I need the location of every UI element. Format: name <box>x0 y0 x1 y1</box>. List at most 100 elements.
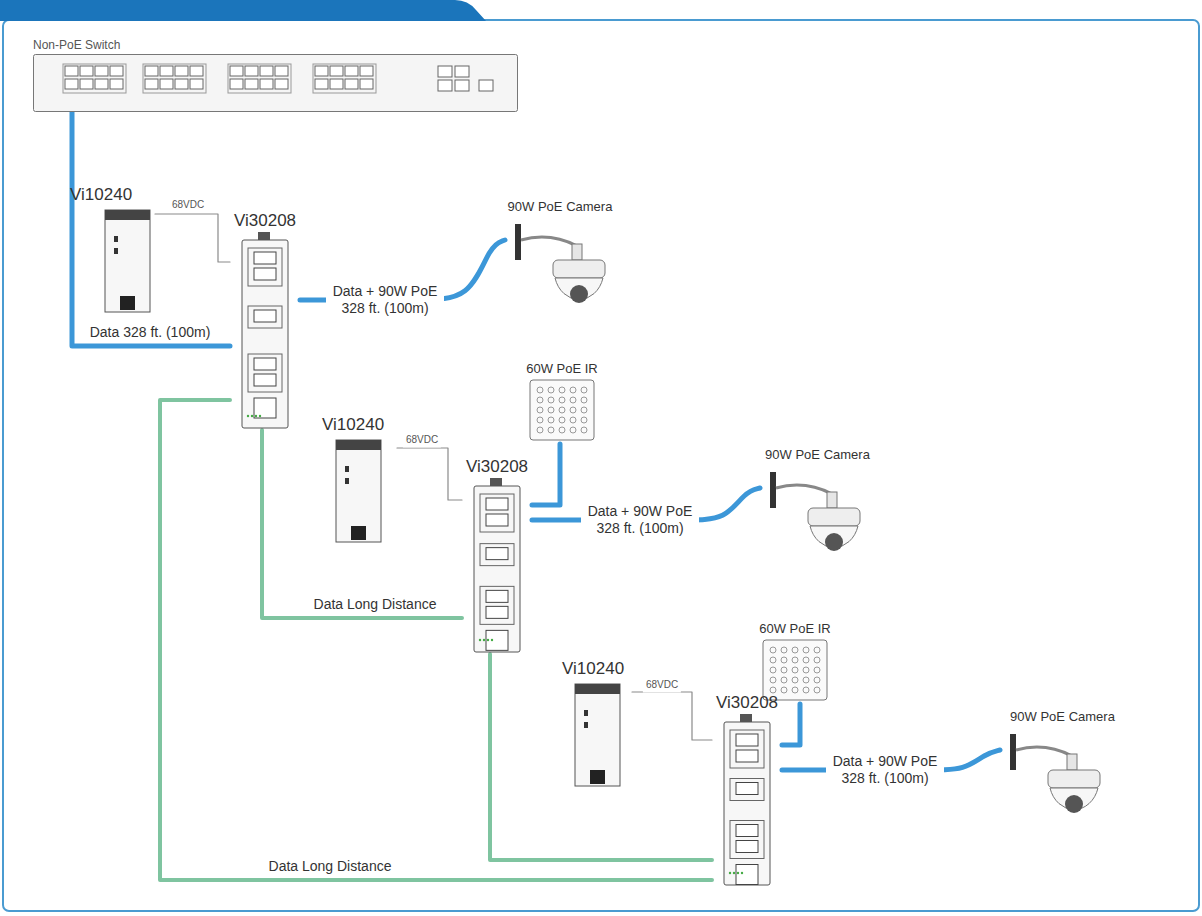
ethernet-port <box>145 79 158 89</box>
status-led <box>487 639 489 641</box>
pendant <box>827 492 837 508</box>
ir-led <box>581 387 587 393</box>
ir-led <box>581 397 587 403</box>
ethernet-port <box>145 66 158 76</box>
port-frame <box>730 730 764 768</box>
ethernet-port <box>736 841 758 853</box>
fiber-link <box>490 654 712 860</box>
ethernet-port <box>190 66 203 76</box>
ethernet-port <box>736 825 758 837</box>
power-supply: Vi10240 <box>70 186 155 314</box>
sfp-port <box>438 66 452 77</box>
ethernet-port <box>315 66 328 76</box>
device-label: Vi30208 <box>230 212 300 230</box>
bracket-arm <box>1016 747 1072 756</box>
ethernet-port <box>160 66 173 76</box>
network-switch-drawing <box>33 54 518 112</box>
camera-housing <box>808 508 860 526</box>
header-tab <box>0 0 486 21</box>
frame-border <box>3 20 1199 911</box>
ethernet-port <box>175 66 188 76</box>
ethernet-port <box>486 514 508 526</box>
status-led <box>483 639 485 641</box>
ir-illuminator: 60W PoE IR <box>755 620 835 704</box>
sfp-port <box>254 398 276 418</box>
console-port <box>479 80 493 91</box>
port-frame <box>480 544 514 566</box>
ir-led <box>814 687 820 693</box>
ir-led <box>770 687 776 693</box>
device-label: Vi30208 <box>712 694 782 712</box>
ethernet-port <box>360 66 373 76</box>
ethernet-port <box>345 79 358 89</box>
power-wire <box>155 214 230 262</box>
ir-led <box>792 687 798 693</box>
psu-body <box>105 210 150 312</box>
ethernet-port <box>736 734 758 746</box>
psu-body <box>336 440 381 542</box>
ethernet-port <box>254 374 276 386</box>
ir-led <box>803 687 809 693</box>
ethernet-port <box>245 66 258 76</box>
camera-lens <box>825 533 843 551</box>
ethernet-port <box>80 66 93 76</box>
bracket-arm <box>521 237 577 246</box>
ethernet-port <box>275 79 288 89</box>
ethernet-port <box>736 783 758 795</box>
ethernet-port <box>95 79 108 89</box>
edge-label: Data + 90W PoE 328 ft. (100m) <box>581 503 699 537</box>
ethernet-port <box>110 66 123 76</box>
psu-led <box>584 710 588 716</box>
power-supply-drawing <box>70 204 155 314</box>
psu-top <box>336 440 381 450</box>
ir-led <box>548 387 554 393</box>
status-led <box>255 415 257 417</box>
power-supply-drawing <box>322 434 397 544</box>
port-frame <box>248 248 282 286</box>
status-led <box>737 872 739 874</box>
status-led <box>259 415 261 417</box>
extender-body <box>474 486 520 652</box>
ptz-camera: 90W PoE Camera <box>760 446 875 574</box>
ethernet-port <box>330 79 343 89</box>
status-led <box>251 415 253 417</box>
ethernet-port <box>110 79 123 89</box>
network-switch: Non-PoE Switch <box>33 36 518 112</box>
psu-top <box>105 210 150 220</box>
ir-led <box>770 667 776 673</box>
power-supply: Vi10240 <box>562 660 632 788</box>
sfp-port <box>455 80 469 91</box>
ethernet-port <box>736 750 758 762</box>
port-frame <box>480 494 514 532</box>
ptz-camera-drawing <box>760 464 875 574</box>
ethernet-port <box>95 66 108 76</box>
fiber-link <box>160 400 712 880</box>
ethernet-port <box>345 66 358 76</box>
ethernet-port <box>175 79 188 89</box>
ir-led <box>770 657 776 663</box>
ethernet-port <box>65 66 78 76</box>
ir-led <box>537 427 543 433</box>
ethernet-port <box>330 66 343 76</box>
status-led <box>733 872 735 874</box>
fiber-link <box>262 430 462 618</box>
device-label: 90W PoE Camera <box>760 446 875 464</box>
device-label: Non-PoE Switch <box>33 36 518 54</box>
poe-extender-drawing <box>462 476 532 654</box>
poe-extender: Vi30208 <box>712 694 782 887</box>
sfp-port <box>486 630 508 650</box>
ir-led <box>781 657 787 663</box>
ir-panel <box>763 640 827 700</box>
ir-led <box>792 647 798 653</box>
pendant <box>572 244 582 260</box>
ethernet-port <box>65 79 78 89</box>
ir-illuminator: 60W PoE IR <box>522 360 602 444</box>
port-frame <box>730 821 764 859</box>
port-frame <box>248 306 282 328</box>
ir-led <box>570 397 576 403</box>
ptz-camera-drawing <box>505 216 615 326</box>
camera-housing <box>553 260 605 278</box>
extender-body <box>724 722 770 885</box>
